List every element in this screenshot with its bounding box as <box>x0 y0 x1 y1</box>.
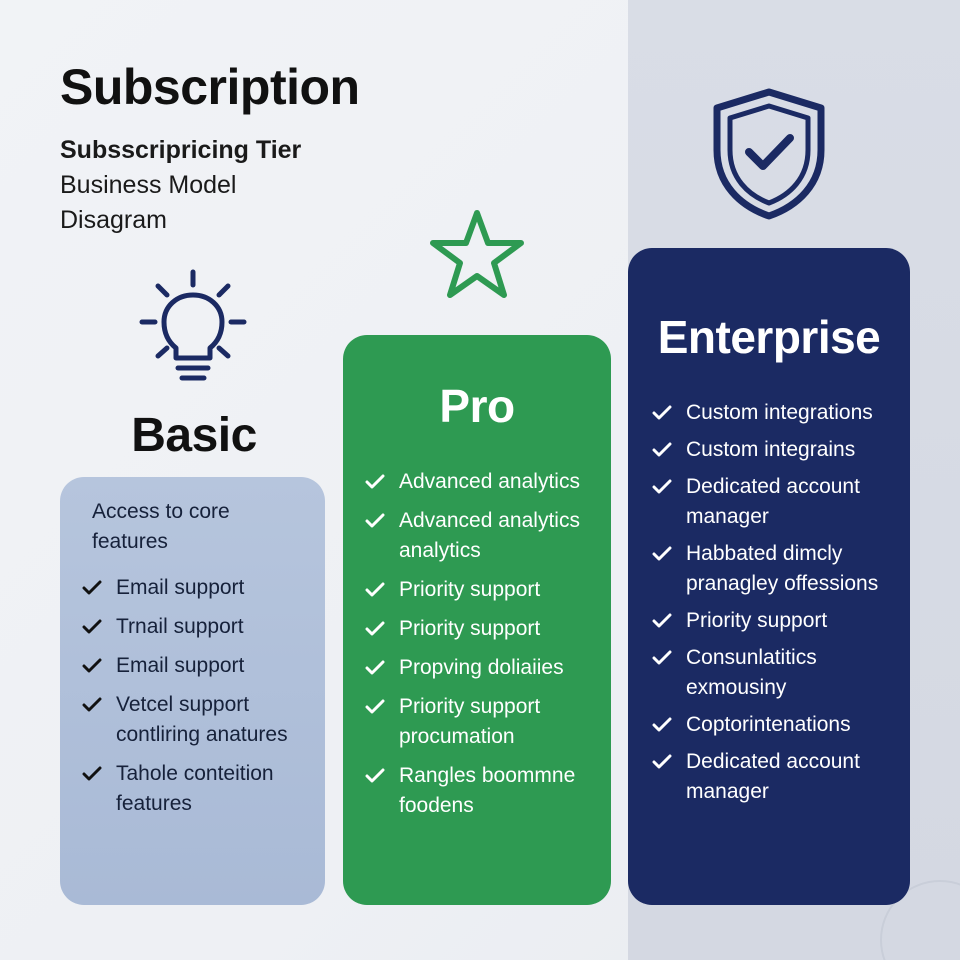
pro-tier-title: Pro <box>439 380 515 432</box>
check-icon <box>82 573 110 603</box>
pro-feature-label: Advanced analytics analytics <box>399 509 580 562</box>
pro-feature-item: Advanced analytics <box>365 467 611 497</box>
enterprise-feature-item: Custom integrains <box>652 435 910 465</box>
basic-tier-intro: Access to core features <box>92 500 230 553</box>
pro-feature-item: Priority support <box>365 614 611 644</box>
subtitle-line-3: Disagram <box>60 206 167 234</box>
enterprise-feature-label: Consunlatitics exmousiny <box>686 646 817 699</box>
check-icon <box>652 606 680 636</box>
enterprise-feature-label: Coptorintenations <box>686 713 851 736</box>
page-title: Subscription <box>60 59 360 115</box>
basic-feature-item: Tahole conteition features <box>82 759 325 819</box>
check-icon <box>652 643 680 673</box>
subtitle-line-2: Business Model <box>60 171 237 199</box>
pro-feature-item: Advanced analytics analytics <box>365 506 611 566</box>
enterprise-feature-item: Dedicated account manager <box>652 747 910 807</box>
basic-feature-item: Email support <box>82 651 325 681</box>
lightbulb-icon <box>138 268 248 388</box>
check-icon <box>365 614 393 644</box>
pro-feature-label: Propving doliaiies <box>399 656 564 679</box>
basic-feature-label: Email support <box>116 654 245 677</box>
check-icon <box>82 612 110 642</box>
check-icon <box>365 692 393 722</box>
basic-feature-label: Email support <box>116 576 245 599</box>
check-icon <box>82 759 110 789</box>
enterprise-feature-item: Dedicated account manager <box>652 472 910 532</box>
basic-feature-item: Vetcel support contliring anatures <box>82 690 325 750</box>
enterprise-feature-item: Coptorintenations <box>652 710 910 740</box>
check-icon <box>365 506 393 536</box>
enterprise-feature-label: Custom integrations <box>686 401 873 424</box>
basic-feature-label: Trnail support <box>116 615 244 638</box>
enterprise-feature-label: Habbated dimcly pranagley offessions <box>686 542 879 595</box>
check-icon <box>365 761 393 791</box>
basic-feature-item: Email support <box>82 573 325 603</box>
pro-feature-label: Priority support <box>399 617 541 640</box>
pro-feature-item: Priority support <box>365 575 611 605</box>
pro-feature-label: Priority support <box>399 578 541 601</box>
check-icon <box>652 539 680 569</box>
basic-feature-label: Vetcel support contliring anatures <box>116 693 288 746</box>
check-icon <box>365 575 393 605</box>
basic-feature-label: Tahole conteition features <box>116 762 274 815</box>
subtitle-line-1: Subsscripricing Tier <box>60 136 302 164</box>
check-icon <box>652 435 680 465</box>
shield-check-icon <box>710 88 828 220</box>
check-icon <box>365 653 393 683</box>
check-icon <box>652 747 680 777</box>
enterprise-feature-label: Priority support <box>686 609 828 632</box>
pro-feature-item: Priority support procumation <box>365 692 611 752</box>
page-subtitle: Subsscripricing Tier Business Model Disa… <box>60 133 301 238</box>
enterprise-feature-label: Custom integrains <box>686 438 856 461</box>
enterprise-feature-item: Priority support <box>652 606 910 636</box>
enterprise-feature-label: Dedicated account manager <box>686 750 860 803</box>
enterprise-feature-label: Dedicated account manager <box>686 475 860 528</box>
check-icon <box>652 472 680 502</box>
pro-feature-item: Rangles boommne foodens <box>365 761 611 821</box>
enterprise-tier-title: Enterprise <box>657 311 881 363</box>
check-icon <box>365 467 393 497</box>
pro-feature-label: Priority support procumation <box>399 695 541 748</box>
enterprise-feature-item: Custom integrations <box>652 398 910 428</box>
enterprise-feature-item: Consunlatitics exmousiny <box>652 643 910 703</box>
check-icon <box>82 651 110 681</box>
check-icon <box>82 690 110 720</box>
pro-feature-label: Advanced analytics <box>399 470 580 493</box>
enterprise-feature-item: Habbated dimcly pranagley offessions <box>652 539 910 599</box>
check-icon <box>652 398 680 428</box>
pro-feature-label: Rangles boommne foodens <box>399 764 576 817</box>
star-icon <box>427 207 527 302</box>
pro-feature-item: Propving doliaiies <box>365 653 611 683</box>
basic-tier-title: Basic <box>131 409 257 462</box>
check-icon <box>652 710 680 740</box>
basic-feature-item: Trnail support <box>82 612 325 642</box>
